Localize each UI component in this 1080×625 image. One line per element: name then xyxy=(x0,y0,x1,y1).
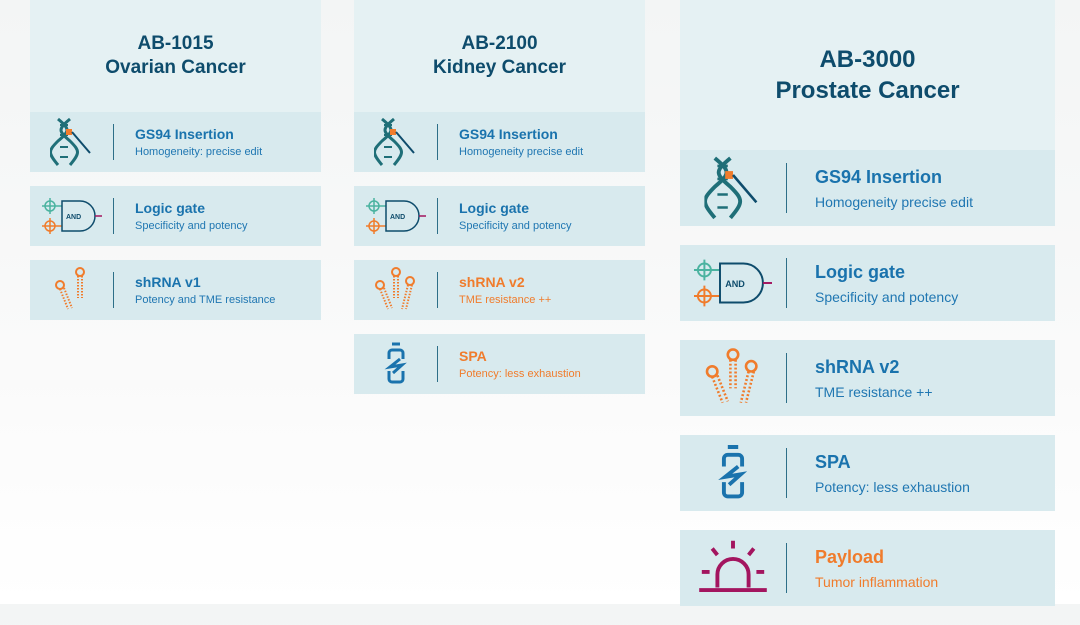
feature-title: shRNA v1 xyxy=(135,274,201,290)
logic-gate-icon: AND xyxy=(680,259,786,307)
shrna-three-icon xyxy=(680,348,786,404)
svg-text:AND: AND xyxy=(66,214,81,221)
divider xyxy=(113,272,114,308)
feature-title: GS94 Insertion xyxy=(135,126,234,142)
battery-bolt-icon xyxy=(680,445,786,499)
feature-title: shRNA v2 xyxy=(815,356,900,377)
logic-gate-icon: AND xyxy=(354,196,437,236)
product-code: AB-2100 xyxy=(461,33,538,54)
divider xyxy=(786,258,787,308)
divider xyxy=(786,353,787,403)
product-code: AB-3000 xyxy=(819,46,916,73)
divider xyxy=(437,346,438,382)
alarm-light-icon xyxy=(680,540,786,593)
indication: Kidney Cancer xyxy=(432,57,567,78)
feature-title: Logic gate xyxy=(815,261,906,282)
divider xyxy=(786,163,787,213)
feature-title: GS94 Insertion xyxy=(459,126,558,142)
product-code: AB-1015 xyxy=(137,33,214,54)
divider xyxy=(437,198,438,234)
feature-title: Payload xyxy=(815,546,885,567)
indication: Prostate Cancer xyxy=(775,77,960,104)
divider xyxy=(786,543,787,593)
feature-title: SPA xyxy=(815,451,851,472)
divider xyxy=(437,272,438,308)
feature-subtitle: TME resistance ++ xyxy=(815,383,933,400)
feature-row: shRNA v1 Potency and TME resistance xyxy=(30,260,321,320)
feature-subtitle: Potency: less exhaustion xyxy=(459,368,581,380)
shrna-three-icon xyxy=(354,267,437,313)
divider xyxy=(437,124,438,160)
feature-subtitle: TME resistance ++ xyxy=(459,294,552,306)
indication: Ovarian Cancer xyxy=(105,57,246,78)
divider xyxy=(786,448,787,498)
feature-title: Logic gate xyxy=(135,200,206,216)
feature-title: shRNA v2 xyxy=(459,274,525,290)
feature-subtitle: Homogeneity precise edit xyxy=(815,193,973,210)
dna-edit-icon xyxy=(30,117,113,167)
battery-bolt-icon xyxy=(354,341,437,387)
feature-subtitle: Homogeneity: precise edit xyxy=(135,146,263,158)
dna-edit-icon xyxy=(354,117,437,167)
feature-row: shRNA v2 TME resistance ++ xyxy=(680,340,1055,416)
feature-subtitle: Specificity and potency xyxy=(459,220,572,232)
svg-text:AND: AND xyxy=(390,214,405,221)
feature-row: SPA Potency: less exhaustion xyxy=(680,435,1055,511)
svg-text:AND: AND xyxy=(725,279,745,289)
feature-row: shRNA v2 TME resistance ++ xyxy=(354,260,645,320)
feature-subtitle: Potency and TME resistance xyxy=(135,294,276,306)
dna-edit-icon xyxy=(680,156,786,220)
feature-title: Logic gate xyxy=(459,200,530,216)
logic-gate-icon: AND xyxy=(30,196,113,236)
feature-subtitle: Specificity and potency xyxy=(135,220,248,232)
feature-subtitle: Potency: less exhaustion xyxy=(815,478,970,495)
divider xyxy=(113,198,114,234)
feature-subtitle: Tumor inflammation xyxy=(815,573,939,590)
feature-title: GS94 Insertion xyxy=(815,166,943,187)
feature-subtitle: Specificity and potency xyxy=(815,288,959,305)
feature-row: SPA Potency: less exhaustion xyxy=(354,334,645,394)
shrna-two-icon xyxy=(30,267,113,313)
divider xyxy=(113,124,114,160)
feature-subtitle: Homogeneity precise edit xyxy=(459,146,584,158)
feature-title: SPA xyxy=(459,348,487,364)
